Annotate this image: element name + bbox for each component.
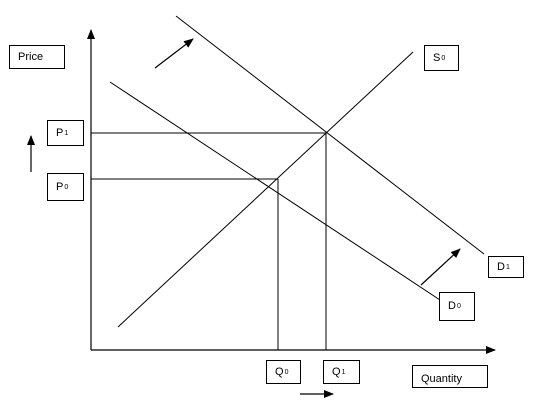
quantity-new-label-letter: Q <box>332 365 341 378</box>
quantity-initial-label-sub: 0 <box>284 368 289 376</box>
demand-curve-initial-label-letter: D <box>448 300 456 312</box>
supply-curve-label-sub: 0 <box>441 54 446 62</box>
demand-shift-arrow-lower <box>420 248 461 286</box>
price-initial-label-letter: P <box>56 180 64 193</box>
x-axis-label-text: Quantity <box>421 373 462 385</box>
demand-shift-arrow-upper <box>154 38 194 69</box>
demand-curve-initial <box>109 81 441 301</box>
x-axis-label: Quantity <box>412 365 488 388</box>
y-axis-label-text: Price <box>18 50 44 63</box>
price-initial-label-sub: 0 <box>64 183 69 191</box>
demand-curve-new-label-letter: D <box>497 260 505 273</box>
quantity-initial-label-letter: Q <box>275 365 284 378</box>
supply-curve <box>117 51 414 328</box>
demand-curve-initial-label-sub: 0 <box>456 303 461 310</box>
price-new-label-letter: P <box>56 126 64 139</box>
supply-curve-label-letter: S <box>433 51 441 64</box>
y-axis-label: Price <box>9 45 65 69</box>
quantity-new-label-sub: 1 <box>341 368 346 376</box>
demand-curve-new <box>175 15 485 255</box>
demand-curve-new-label-sub: 1 <box>505 263 510 271</box>
price-new-label-sub: 1 <box>64 129 69 137</box>
